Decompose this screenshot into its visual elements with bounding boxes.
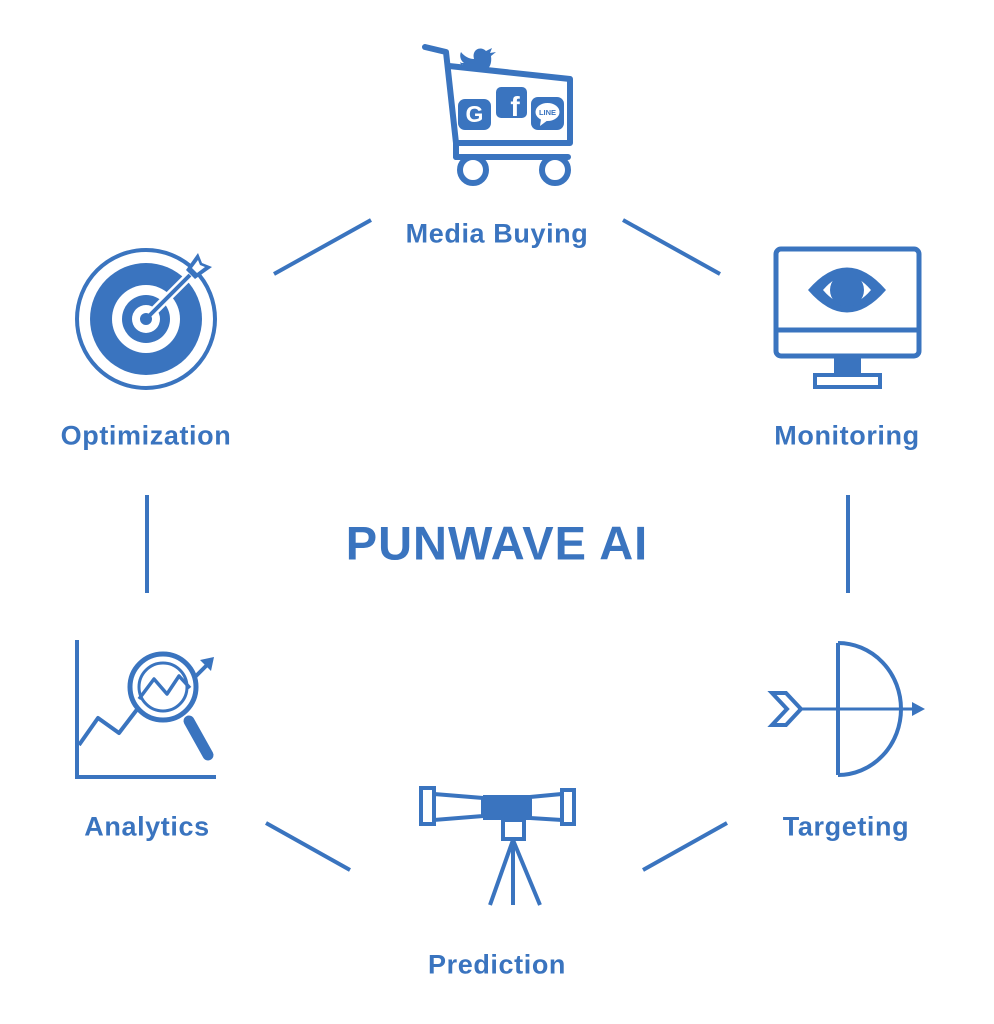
media-buying-label: Media Buying <box>405 218 589 249</box>
connector-optimization-media <box>273 218 372 276</box>
shopping-cart-social-icon: G f LINE <box>422 44 573 186</box>
prediction-label: Prediction <box>427 949 567 980</box>
bullseye-arrow-icon <box>75 248 217 390</box>
optimization-label: Optimization <box>60 420 232 451</box>
analytics-label: Analytics <box>84 811 210 842</box>
google-badge-letter: G <box>466 101 484 127</box>
google-badge-icon: G <box>458 99 491 130</box>
cycle-connectors <box>145 218 850 872</box>
facebook-badge-letter: f <box>510 91 520 122</box>
twitter-icon <box>460 48 496 72</box>
connector-prediction-analytics <box>265 821 351 872</box>
connector-media-monitoring <box>622 218 721 276</box>
connector-targeting-prediction <box>642 821 728 872</box>
diagram-title: PUNWAVE AI <box>345 516 649 570</box>
line-badge-text: LINE <box>539 108 556 117</box>
targeting-label: Targeting <box>782 811 910 842</box>
monitoring-label: Monitoring <box>774 420 920 451</box>
line-badge-icon: LINE <box>531 97 564 130</box>
monitor-eye-icon <box>773 246 922 389</box>
magnifier-chart-icon <box>75 640 216 779</box>
facebook-badge-icon: f <box>496 87 527 122</box>
telescope-icon <box>419 786 576 906</box>
bow-arrow-icon <box>767 641 925 777</box>
